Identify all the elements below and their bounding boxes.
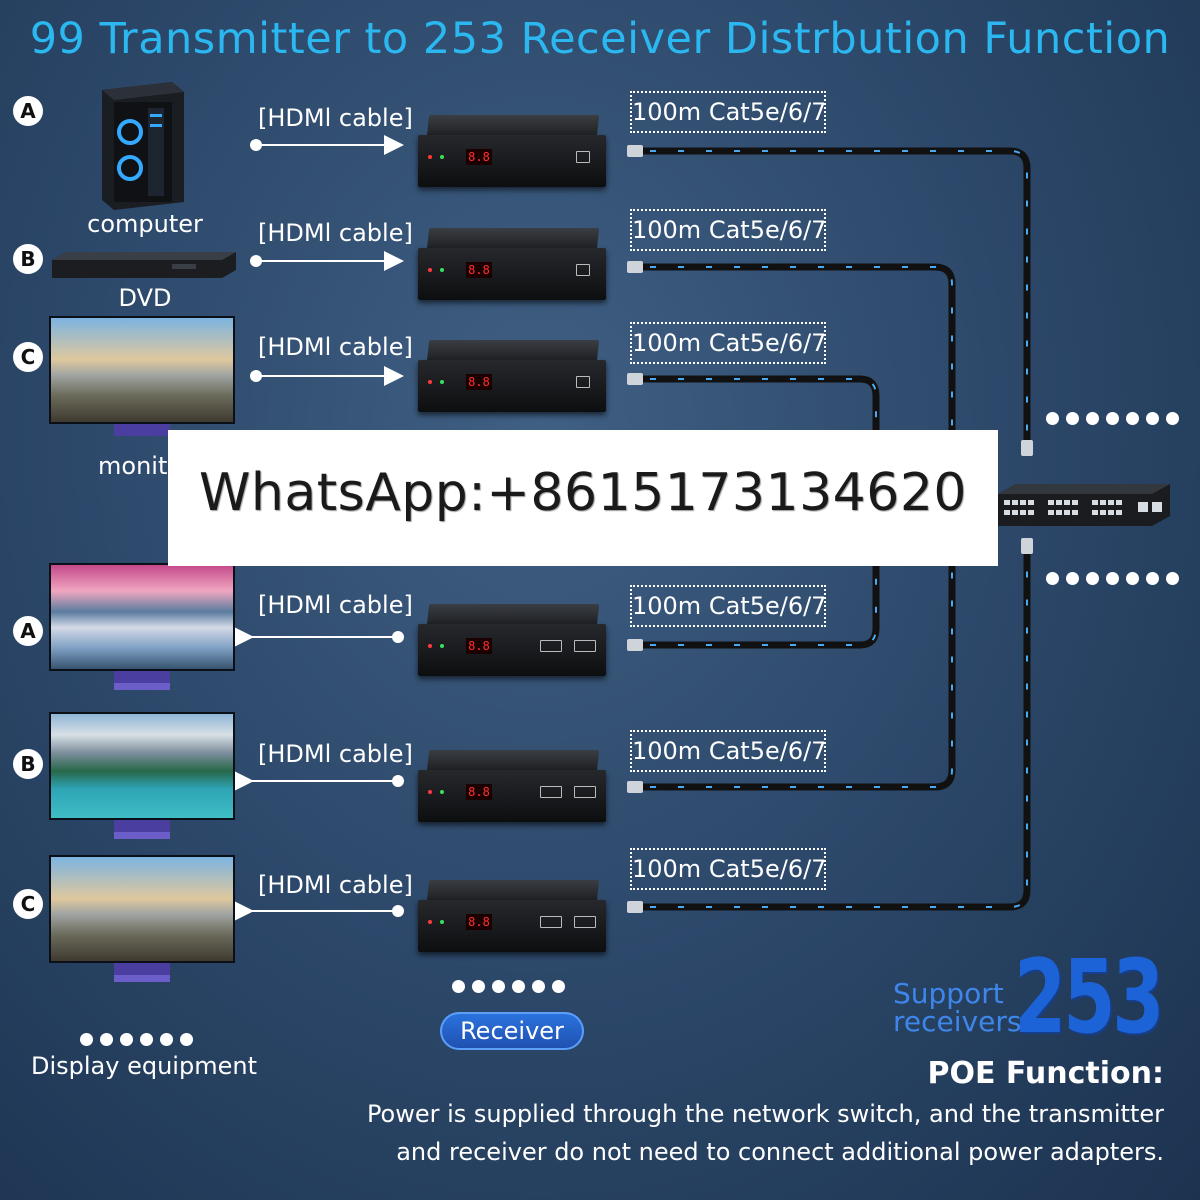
network-switch bbox=[998, 480, 1170, 532]
hdmi-arrow-tx-a bbox=[250, 135, 404, 155]
source-label-dvd: DVD bbox=[118, 284, 172, 312]
receiver-device-a: 8.8 bbox=[418, 604, 606, 676]
source-monitor-stand bbox=[114, 424, 170, 436]
source-monitor-screen bbox=[49, 316, 235, 424]
badge-source-b: B bbox=[13, 244, 43, 274]
display-monitor-a-screen bbox=[49, 563, 235, 671]
rj45-plugs bbox=[627, 145, 1033, 913]
badge-source-c: C bbox=[13, 342, 43, 372]
display-equipment-label: Display equipment bbox=[31, 1052, 257, 1080]
hdmi-arrow-rx-a bbox=[234, 627, 404, 647]
display-monitor-b-screen bbox=[49, 712, 235, 820]
display-monitor-c-base bbox=[114, 975, 170, 982]
page-title: 99 Transmitter to 253 Receiver Distrbuti… bbox=[29, 14, 1171, 64]
display-monitor-b-stand bbox=[114, 820, 170, 832]
watermark-text: WhatsApp:+8615173134620 bbox=[199, 463, 967, 523]
source-label-computer: computer bbox=[87, 210, 203, 238]
display-monitor-b-base bbox=[114, 832, 170, 839]
transmitter-device-c: 8.8 bbox=[418, 340, 606, 412]
hdmi-label-tx-a: [HDMl cable] bbox=[258, 104, 413, 132]
hdmi-label-rx-b: [HDMl cable] bbox=[258, 740, 413, 768]
display-monitor-a-stand bbox=[114, 671, 170, 683]
device-display: 8.8 bbox=[466, 784, 492, 800]
poe-heading: POE Function: bbox=[927, 1056, 1164, 1091]
cat-label-rx-b: 100m Cat5e/6/7 bbox=[630, 730, 826, 772]
cable-flow-arrows bbox=[650, 150, 1028, 908]
cat-label-rx-a: 100m Cat5e/6/7 bbox=[630, 585, 826, 627]
support-receiver-count: 253 bbox=[1014, 938, 1165, 1057]
hdmi-arrow-tx-b bbox=[250, 251, 404, 271]
more-dots-upper bbox=[1046, 410, 1186, 426]
cat-label-rx-c: 100m Cat5e/6/7 bbox=[630, 848, 826, 890]
device-display: 8.8 bbox=[466, 262, 492, 278]
more-dots-receivers bbox=[452, 978, 572, 994]
source-label-monitor: monit bbox=[98, 452, 168, 480]
badge-display-c: C bbox=[13, 889, 43, 919]
hdmi-label-rx-a: [HDMl cable] bbox=[258, 591, 413, 619]
display-monitor-a-base bbox=[114, 683, 170, 690]
badge-source-a: A bbox=[13, 96, 43, 126]
support-word-1: Support bbox=[893, 977, 1004, 1010]
transmitter-device-a: 8.8 bbox=[418, 115, 606, 187]
display-monitor-c-stand bbox=[114, 963, 170, 975]
receiver-device-c: 8.8 bbox=[418, 880, 606, 952]
badge-display-b: B bbox=[13, 749, 43, 779]
transmitter-device-b: 8.8 bbox=[418, 228, 606, 300]
device-display: 8.8 bbox=[466, 914, 492, 930]
poe-line-1: Power is supplied through the network sw… bbox=[366, 1100, 1164, 1128]
badge-display-a: A bbox=[13, 616, 43, 646]
hdmi-label-rx-c: [HDMl cable] bbox=[258, 871, 413, 899]
hdmi-label-tx-c: [HDMl cable] bbox=[258, 333, 413, 361]
computer-tower-icon bbox=[92, 80, 186, 210]
hdmi-arrow-rx-c bbox=[234, 901, 404, 921]
hdmi-arrow-rx-b bbox=[234, 771, 404, 791]
hdmi-label-tx-b: [HDMl cable] bbox=[258, 219, 413, 247]
receiver-device-b: 8.8 bbox=[418, 750, 606, 822]
more-dots-lower bbox=[1046, 570, 1186, 586]
device-display: 8.8 bbox=[466, 374, 492, 390]
cat-label-tx-b: 100m Cat5e/6/7 bbox=[630, 209, 826, 251]
more-dots-displays bbox=[80, 1031, 200, 1047]
poe-line-2: and receiver do not need to connect addi… bbox=[396, 1138, 1164, 1166]
receiver-label: Receiver bbox=[440, 1012, 584, 1050]
watermark-banner: WhatsApp:+8615173134620 bbox=[168, 430, 998, 566]
hdmi-arrow-tx-c bbox=[250, 366, 404, 386]
dvd-player-icon bbox=[52, 248, 236, 280]
cat-label-tx-a: 100m Cat5e/6/7 bbox=[630, 91, 826, 133]
device-display: 8.8 bbox=[466, 149, 492, 165]
support-word-2: receivers bbox=[893, 1005, 1022, 1038]
display-monitor-c-screen bbox=[49, 855, 235, 963]
device-display: 8.8 bbox=[466, 638, 492, 654]
cat-label-tx-c: 100m Cat5e/6/7 bbox=[630, 322, 826, 364]
